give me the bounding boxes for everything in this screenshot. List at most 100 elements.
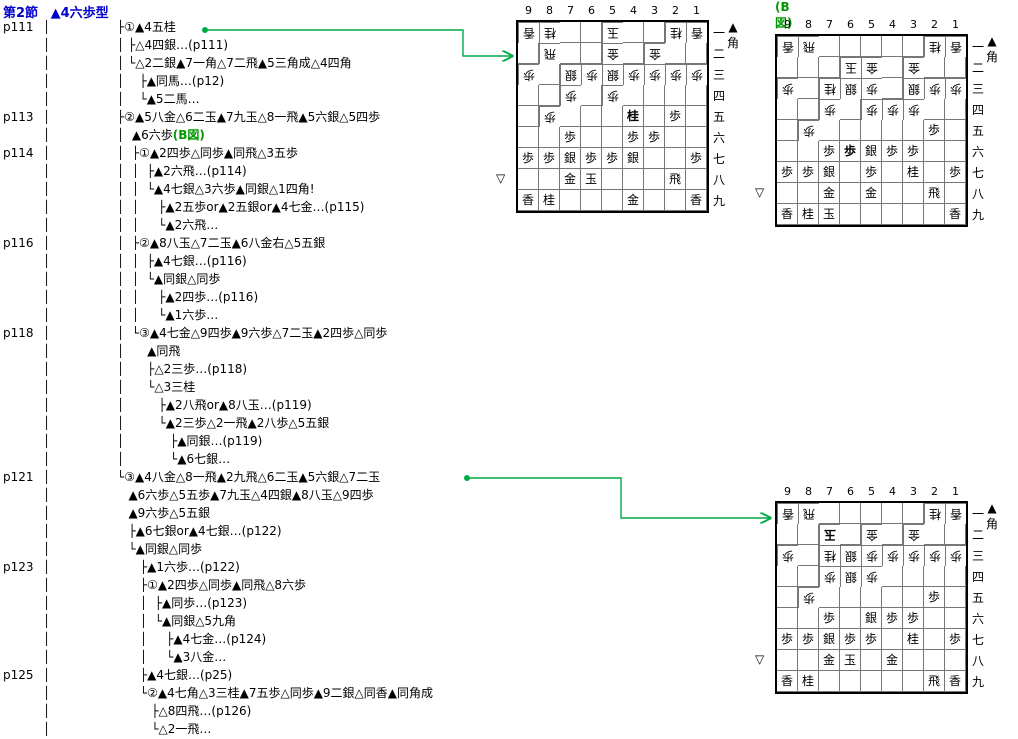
board-square <box>777 608 798 629</box>
board-piece: 歩 <box>798 587 819 608</box>
tree-line: └△2一飛… <box>117 720 211 738</box>
board-piece: 歩 <box>560 85 581 106</box>
hand-glyph: △ <box>496 173 506 187</box>
board-piece: 歩 <box>861 629 882 650</box>
move-sequence: │ │ ├▲4七銀…(p116) <box>117 254 247 268</box>
board-square <box>644 148 665 169</box>
board-square <box>924 204 945 225</box>
move-sequence: └▲同銀△同歩 <box>117 542 203 556</box>
rank-label: 二 <box>971 61 984 75</box>
board-square <box>665 85 686 106</box>
board-square <box>924 650 945 671</box>
move-sequence: ├①▲2四歩△同歩▲同飛△8六歩 <box>117 578 307 592</box>
rank-label: 一 <box>971 40 984 54</box>
tree-line: │ └▲2三歩△2一飛▲2八歩△5五銀 <box>117 414 329 432</box>
board-piece: 金 <box>819 650 840 671</box>
tree-line: └②▲4七角△3三桂▲7五歩△同歩▲9二銀△同香▲同角成 <box>117 684 433 702</box>
hand-glyph: ▲ <box>987 501 997 515</box>
board-piece: 桂 <box>798 671 819 692</box>
move-sequence: ▲9六歩△5五銀 <box>117 506 211 520</box>
board-square <box>581 43 602 64</box>
board-square <box>882 524 903 545</box>
arrow-to-board-1 <box>202 27 512 56</box>
board-piece: 桂 <box>924 36 945 57</box>
file-label: 3 <box>910 18 917 31</box>
board-piece: 金 <box>861 524 882 545</box>
rank-label: 四 <box>971 570 984 584</box>
board-square <box>903 120 924 141</box>
board-square <box>840 524 861 545</box>
tree-line: ├▲6七銀or▲4七銀…(p122) <box>117 522 281 540</box>
hand-glyph: 角 <box>986 50 999 64</box>
board-square <box>518 127 539 148</box>
board-square <box>840 608 861 629</box>
separator-bar: │ <box>43 668 51 682</box>
rank-label: 五 <box>712 110 725 124</box>
rank-label: 七 <box>971 166 984 180</box>
board-square <box>945 524 966 545</box>
board-piece: 金 <box>861 183 882 204</box>
tree-line: │ └▲6七銀… <box>117 450 230 468</box>
board-piece: 桂 <box>819 78 840 99</box>
board-piece: 歩 <box>861 78 882 99</box>
separator-bar: │ <box>43 722 51 736</box>
separator-bar: │ <box>43 20 51 34</box>
board-piece: 香 <box>777 503 798 524</box>
board-square <box>581 190 602 211</box>
board-piece: 歩 <box>777 629 798 650</box>
move-sequence: │ ├▲同銀…(p119) <box>117 434 263 448</box>
board-square <box>644 169 665 190</box>
sente-hand: ▲角 <box>986 501 998 532</box>
board-piece: 歩 <box>945 545 966 566</box>
board-piece: 桂 <box>665 22 686 43</box>
board-piece: 香 <box>777 671 798 692</box>
board-piece: 銀 <box>903 78 924 99</box>
rank-label: 七 <box>971 633 984 647</box>
separator-bar: │ <box>43 236 51 250</box>
move-sequence: │ │ └▲1六歩… <box>117 308 219 322</box>
board-square <box>882 629 903 650</box>
board-square <box>882 503 903 524</box>
hand-glyph: △ <box>755 654 765 668</box>
board-piece: 銀 <box>840 566 861 587</box>
board-square <box>840 204 861 225</box>
hand-glyph: ▲ <box>987 34 997 48</box>
board-square <box>861 671 882 692</box>
rank-label: 四 <box>712 89 725 103</box>
board-square <box>623 43 644 64</box>
page-ref: p113 <box>3 110 34 124</box>
board-piece: 銀 <box>840 545 861 566</box>
board-piece: 歩 <box>945 162 966 183</box>
arrow-to-board-3 <box>464 475 770 518</box>
board-piece: 歩 <box>686 148 707 169</box>
page-ref: p123 <box>3 560 34 574</box>
tree-line: │ ├▲同銀…(p119) <box>117 432 262 450</box>
move-sequence: │ └▲同銀△5九角 <box>117 614 237 628</box>
board-square <box>560 43 581 64</box>
separator-bar: │ <box>43 182 51 196</box>
file-label: 4 <box>889 18 896 31</box>
board-piece: 歩 <box>819 608 840 629</box>
tree-line: │ └▲同銀△5九角 <box>117 612 236 630</box>
move-sequence: ├▲4七銀…(p25) <box>117 668 233 682</box>
board-piece: 香 <box>686 22 707 43</box>
board-piece: 歩 <box>903 141 924 162</box>
board-square <box>945 587 966 608</box>
board-square <box>539 85 560 106</box>
separator-bar: │ <box>43 434 51 448</box>
move-sequence: └△2一飛… <box>117 722 212 736</box>
board-piece: 飛 <box>798 36 819 57</box>
board-square <box>945 141 966 162</box>
board-square <box>798 650 819 671</box>
board-square <box>581 85 602 106</box>
tree-line: │ │ └▲2六飛… <box>117 216 218 234</box>
board-square <box>882 120 903 141</box>
move-sequence: │ └△2二銀▲7一角△7二飛▲5三角成△4四角 <box>117 56 352 70</box>
board-square <box>840 120 861 141</box>
board-square <box>602 169 623 190</box>
board-piece: 歩 <box>882 608 903 629</box>
board-square <box>777 587 798 608</box>
board-square <box>819 36 840 57</box>
move-sequence: │ │ └▲同銀△同歩 <box>117 272 221 286</box>
board-square <box>819 57 840 78</box>
